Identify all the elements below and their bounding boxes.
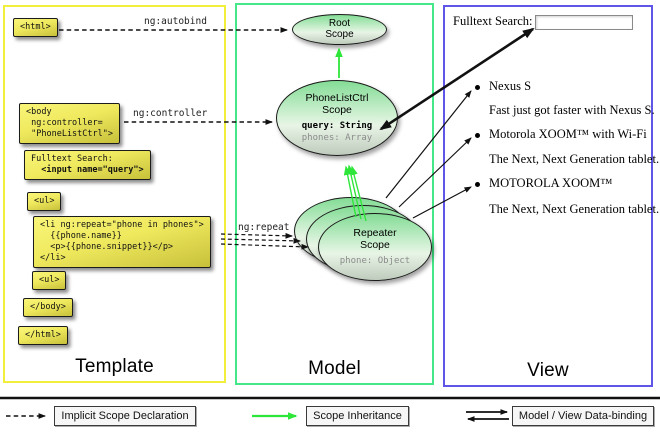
code-box-html-close: </html> <box>18 326 68 346</box>
root-scope-title: Root Scope <box>325 18 354 40</box>
view-item-snippet: The Next, Next Generation tablet. <box>489 202 660 216</box>
code-box-li-repeat: <li ng:repeat="phone in phones"> {{phone… <box>33 216 211 269</box>
view-item-name: MOTOROLA XOOM™ <box>489 176 613 190</box>
view-item-name: Nexus S <box>489 79 532 93</box>
bullet-icon <box>475 133 480 138</box>
repeater-scope-title: Repeater Scope <box>353 226 397 251</box>
legend-implicit-scope-declaration: Implicit Scope Declaration <box>54 406 196 426</box>
root-scope-ellipse: Root Scope <box>292 14 387 45</box>
code-box-ul-close: <ul> <box>32 271 67 291</box>
view-search-input[interactable] <box>535 15 633 30</box>
code-box-body-close: </body> <box>23 298 73 318</box>
code-box-body-open: <body ng:controller= "PhoneListCtrl"> <box>19 103 120 145</box>
phonelistctrl-query-prop: query: String <box>301 120 373 131</box>
view-item-snippet: The Next, Next Generation tablet. <box>489 152 660 166</box>
phonelistctrl-scope-ellipse: PhoneListCtrl Scope query: String phones… <box>276 80 398 156</box>
phonelistctrl-phones-prop: phones: Array <box>301 133 373 144</box>
ng-autobind-label: ng:autobind <box>144 16 207 27</box>
code-box-html-open: <html> <box>13 18 58 38</box>
bullet-icon <box>475 182 480 187</box>
code-fulltext-label: Fulltext Search: <box>31 154 113 164</box>
phonelistctrl-scope-title: PhoneListCtrl Scope <box>305 91 369 116</box>
code-fulltext-input: <input name="query"> <box>31 165 144 176</box>
model-panel: Model <box>235 3 434 385</box>
repeater-phone-prop: phone: Object <box>339 255 411 266</box>
template-panel-label: Template <box>75 356 154 377</box>
legend-scope-inheritance: Scope Inheritance <box>306 406 409 426</box>
view-search-label: Fulltext Search: <box>453 14 533 28</box>
view-item-snippet: Fast just got faster with Nexus S. <box>489 103 655 117</box>
model-panel-label: Model <box>308 358 361 379</box>
view-item-name: Motorola XOOM™ with Wi-Fi <box>489 127 647 141</box>
code-box-ul-open: <ul> <box>27 192 62 212</box>
ng-controller-label: ng:controller <box>133 108 208 119</box>
repeater-scope-ellipse: Repeater Scope phone: Object <box>318 213 432 281</box>
legend-model-view-databinding: Model / View Data-binding <box>512 406 654 426</box>
code-box-fulltext-input: Fulltext Search: <input name="query"> <box>24 150 151 181</box>
bullet-icon <box>475 85 480 90</box>
ng-repeat-label: ng:repeat <box>238 222 290 233</box>
view-panel-label: View <box>527 360 569 381</box>
view-panel: View <box>443 5 653 387</box>
